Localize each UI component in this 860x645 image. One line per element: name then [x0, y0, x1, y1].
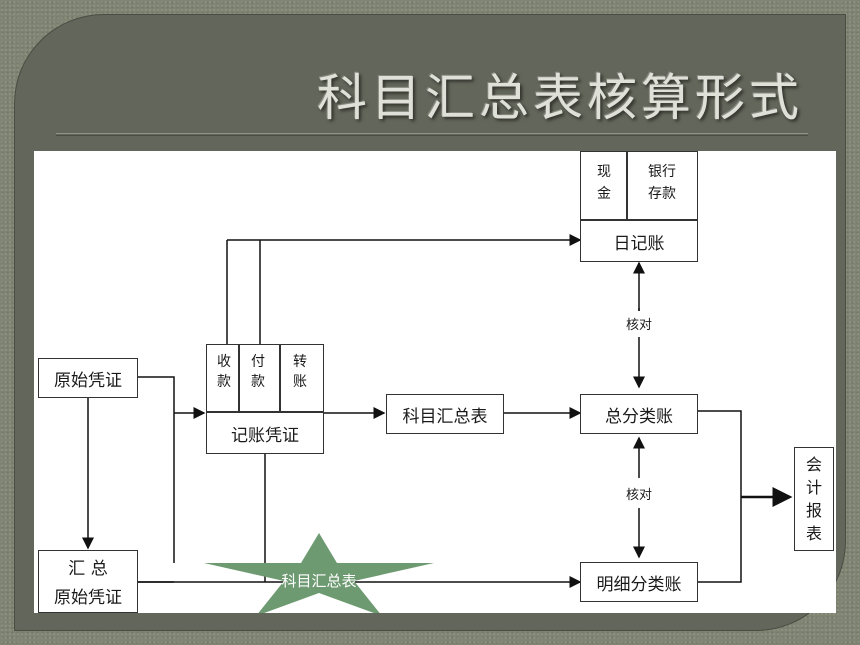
voucher-col-payment: 付款	[251, 354, 265, 390]
voucher-col-divider-2	[279, 344, 281, 412]
diagram-connectors	[82, 234, 793, 613]
slide-title: 科目汇总表核算形式	[317, 69, 803, 127]
general-ledger-box	[580, 394, 698, 434]
title-divider-shadow	[56, 135, 808, 136]
star-shape	[204, 533, 434, 613]
general-ledger-label: 总分类账	[605, 407, 673, 427]
journal-box	[580, 151, 698, 262]
subject-summary-label: 科目汇总表	[402, 407, 488, 427]
report-box	[794, 447, 834, 551]
subject-summary-box	[386, 394, 504, 434]
voucher-col-divider-h	[206, 411, 324, 413]
journal-bank-col: 银行存款	[648, 164, 676, 202]
voucher-col-transfer: 转账	[293, 354, 307, 390]
report-label: 会计报表	[805, 455, 822, 543]
voucher-col-receipt: 收款	[217, 354, 231, 390]
original-voucher-label: 原始凭证	[54, 371, 122, 391]
bookkeeping-voucher-box	[206, 344, 324, 454]
journal-cash-col: 现金	[597, 164, 611, 202]
diagram-canvas: 原始凭证 汇 总 原始凭证 收款 付款 转账 记账凭证 科目汇总表 现金 银行存…	[34, 151, 836, 613]
title-divider	[56, 133, 808, 134]
reconcile-label-bottom: 核对	[619, 484, 659, 503]
star-label: 科目汇总表	[281, 572, 357, 590]
voucher-col-divider-1	[238, 344, 240, 412]
summary-voucher-box	[38, 550, 138, 613]
summary-voucher-label-2: 原始凭证	[54, 588, 122, 608]
detail-ledger-box	[580, 562, 698, 602]
reconcile-label-top: 核对	[619, 314, 659, 333]
journal-divider-h	[580, 219, 698, 221]
detail-ledger-label: 明细分类账	[596, 575, 682, 595]
bookkeeping-voucher-label: 记账凭证	[231, 426, 299, 446]
journal-label: 日记账	[613, 234, 665, 254]
journal-divider-v	[626, 151, 628, 219]
summary-voucher-label-1: 汇 总	[68, 559, 108, 579]
original-voucher-box	[38, 358, 138, 398]
